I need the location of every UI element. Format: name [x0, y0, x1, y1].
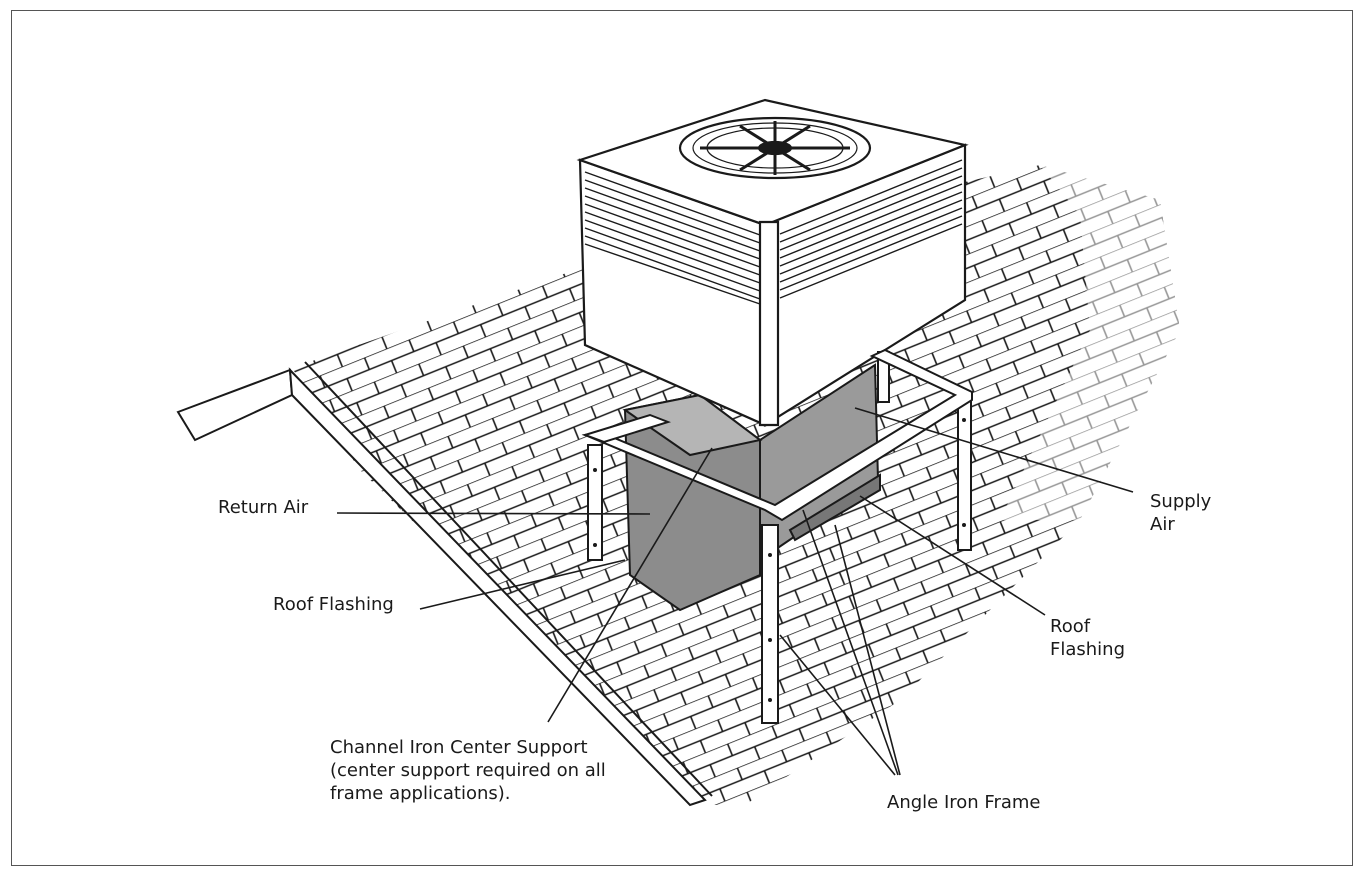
label-roof-flashing-right-line1: Roof: [1050, 616, 1091, 637]
label-channel-iron-line2: (center support required on all: [330, 760, 606, 781]
diagram-border: [11, 10, 1353, 866]
angle-iron-frame: [581, 348, 973, 724]
label-channel-iron-line1: Channel Iron Center Support: [330, 737, 588, 758]
roof-eave: [176, 361, 713, 807]
label-roof-flashing-right-line2: Flashing: [1050, 639, 1126, 660]
label-channel-iron-center-support: Channel Iron Center Support (center supp…: [330, 736, 606, 805]
label-supply-air-line2: Air: [1150, 514, 1175, 535]
label-supply-air-line1: Supply: [1150, 491, 1212, 512]
condensing-unit: [576, 98, 969, 427]
label-channel-iron-line3: frame applications).: [330, 783, 511, 804]
label-angle-iron-frame: Angle Iron Frame: [887, 792, 1041, 813]
label-supply-air: Supply Air: [1150, 490, 1211, 536]
leader-lines: [336, 407, 1134, 776]
label-return-air: Return Air: [218, 497, 309, 518]
label-roof-flashing-left: Roof Flashing: [273, 594, 394, 615]
label-roof-flashing-right: Roof Flashing: [1050, 615, 1125, 661]
